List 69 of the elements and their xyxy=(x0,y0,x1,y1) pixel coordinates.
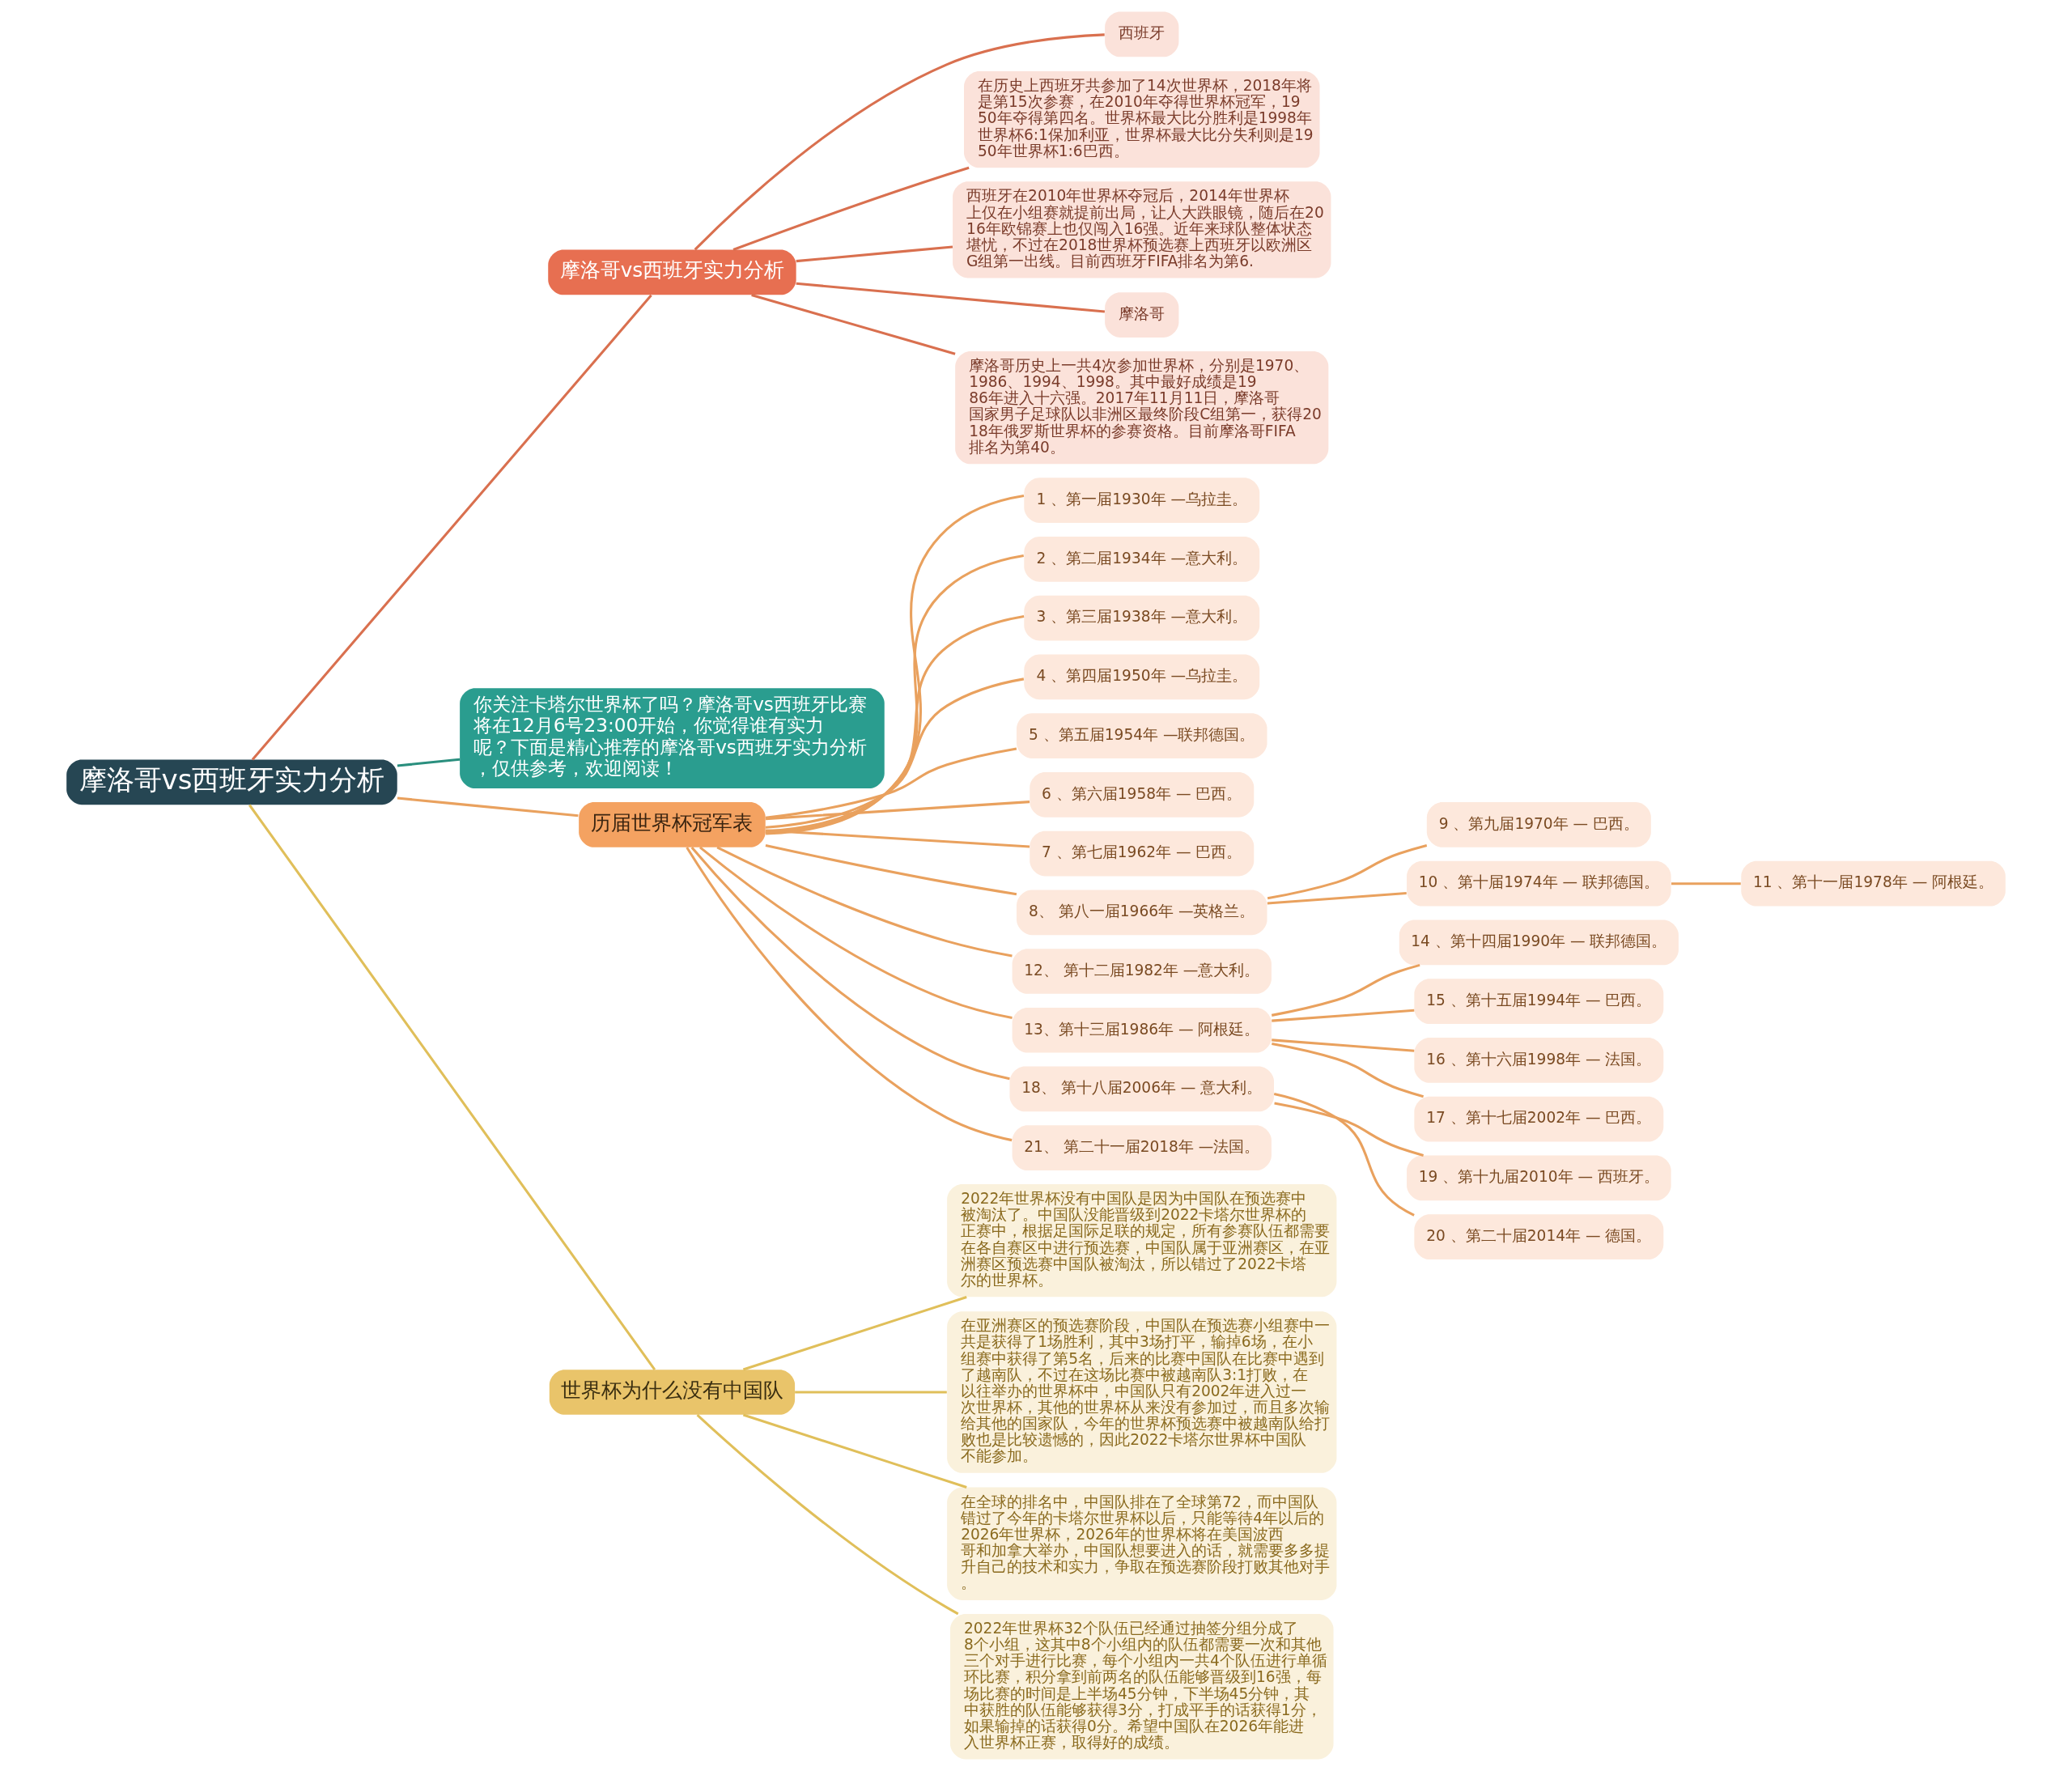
connector xyxy=(732,166,970,251)
connector xyxy=(1671,882,1741,886)
connector xyxy=(766,614,1025,833)
connector xyxy=(765,829,1030,848)
connector xyxy=(765,554,1024,835)
node-box: 西班牙 xyxy=(1105,11,1179,57)
connector xyxy=(766,495,1025,835)
connector xyxy=(742,1296,967,1371)
connector xyxy=(248,804,656,1370)
node-box: 摩洛哥vs西班牙实力分析 xyxy=(66,759,397,805)
connector xyxy=(751,293,956,355)
node-box: 2022年世界杯32个队伍已经通过抽签分组分成了8个小组，这其中8个小组内的队伍都需要一次和其他三个对手进行比赛，每个小组内一共4个队伍进行单循环比赛，积分拿到前两名的队伍能够晋级到16强，每场比赛的时间是上半场45分钟，下半场45分钟，其中获胜的队伍能够获得3分，打成平手的话获得1分，如果输掉的话获得0分。希望中国队在2026年能进入世界杯正赛，取得好的成绩。 xyxy=(950,1613,1334,1760)
node-box: 20 、第二十届2014年 — 德国。 xyxy=(1414,1214,1664,1259)
node-box: 16 、第十六届1998年 — 法国。 xyxy=(1414,1038,1664,1083)
node-box: 4 、第四届1950年 —乌拉圭。 xyxy=(1024,654,1260,700)
node-box: 7 、第七届1962年 — 巴西。 xyxy=(1030,830,1255,877)
connector xyxy=(1267,844,1428,900)
node-box: 2 、第二届1934年 —意大利。 xyxy=(1024,537,1260,582)
connector xyxy=(795,1391,947,1394)
connector xyxy=(1272,1038,1415,1052)
connector xyxy=(1271,963,1420,1017)
connector xyxy=(251,294,652,761)
connector xyxy=(742,1413,967,1489)
connector xyxy=(690,846,1010,1081)
node-box: 13、第十三届1986年 — 阿根廷。 xyxy=(1012,1007,1272,1053)
node-box: 6 、第六届1958年 — 巴西。 xyxy=(1030,771,1255,818)
connector xyxy=(765,801,1030,821)
connector xyxy=(716,846,1013,958)
connector xyxy=(765,844,1017,896)
connector xyxy=(765,677,1025,829)
connector xyxy=(686,847,1013,1142)
node-box: 15 、第十五届1994年 — 巴西。 xyxy=(1414,979,1664,1024)
connector xyxy=(1272,1009,1415,1022)
node-box: 21、 第二十一届2018年 —法国。 xyxy=(1012,1125,1272,1171)
node-box: 摩洛哥 xyxy=(1105,292,1179,338)
connector xyxy=(397,796,579,818)
node-box: 11 、第十一届1978年 — 阿根廷。 xyxy=(1741,860,2006,907)
node-box: 在全球的排名中，中国队排在了全球第72，而中国队错过了今年的卡塔尔世界杯以后，只能等待4年以后的2026年世界杯，2026年的世界杯将在美国波西哥和加拿大举办，中国队想要进入的话，就需要多多提升自己的技术和实力，争取在预选赛阶段打败其他对手。 xyxy=(947,1487,1337,1600)
node-box: 你关注卡塔尔世界杯了吗？摩洛哥vs西班牙比赛将在12月6号23:00开始，你觉得谁有实力呢？下面是精心推荐的摩洛哥vs西班牙实力分析，仅供参考，欢迎阅读！ xyxy=(460,688,885,789)
node-box: 摩洛哥vs西班牙实力分析 xyxy=(548,249,796,295)
connector xyxy=(796,245,953,263)
node-box: 历届世界杯冠军表 xyxy=(579,802,766,847)
node-box: 10 、第十届1974年 — 联邦德国。 xyxy=(1407,860,1671,907)
node-box: 18、 第十八届2006年 — 意大利。 xyxy=(1009,1066,1275,1112)
node-box: 8、 第八一届1966年 —英格兰。 xyxy=(1017,890,1267,936)
node-box: 摩洛哥历史上一共4次参加世界杯，分别是1970、1986、1994、1998。其中最好成绩是1986年进入十六强。2017年11月11日，摩洛哥国家男子足球队以非洲区最终阶段C组第一，获得2018年俄罗斯世界杯的参赛资格。目前摩洛哥FIFA排名为第40。 xyxy=(955,350,1329,465)
node-box: 1 、第一届1930年 —乌拉圭。 xyxy=(1024,478,1260,523)
node-box: 2022年世界杯没有中国队是因为中国队在预选赛中被淘汰了。中国队没能晋级到2022卡塔尔世界杯的正赛中，根据足国际足联的规定，所有参赛队伍都需要在各自赛区中进行预选赛，中国队属于亚洲赛区，在亚洲赛区预选赛中国队被淘汰，所以错过了2022卡塔尔的世界杯。 xyxy=(947,1184,1337,1297)
connector xyxy=(1274,1102,1424,1157)
connector xyxy=(1273,1092,1415,1217)
node-box: 9 、第九届1970年 — 巴西。 xyxy=(1426,802,1651,847)
connector xyxy=(694,33,1105,251)
connector xyxy=(796,282,1106,313)
connector xyxy=(765,747,1017,819)
connector xyxy=(1272,1043,1424,1098)
node-box: 12、 第十二届1982年 —意大利。 xyxy=(1012,949,1272,994)
node-box: 3 、第三届1938年 —意大利。 xyxy=(1024,595,1260,641)
node-box: 5 、第五届1954年 —联邦德国。 xyxy=(1017,713,1267,758)
connector xyxy=(397,758,461,767)
node-box: 西班牙在2010年世界杯夺冠后，2014年世界杯上仅在小组赛就提前出局，让人大跌眼镜，随后在2016年欧锦赛上也仅闯入16强。近年来球队整体状态堪忧，不过在2018世界杯预选赛上西班牙以欧洲区G组第一出线。目前西班牙FIFA排名为第6. xyxy=(953,181,1331,278)
node-box: 世界杯为什么没有中国队 xyxy=(549,1370,796,1415)
connector xyxy=(696,1413,959,1616)
node-box: 在亚洲赛区的预选赛阶段，中国队在预选赛小组赛中一共是获得了1场胜利，其中3场打平，输掉6场，在小组赛中获得了第5名，后来的比赛中国队在比赛中遇到了越南队，不过在这场比赛中被越南队3:1打败，在以往举办的世界杯中，中国队只有2002年进入过一次世界杯，其他的世界杯从来没有参加过，而且多次输给其他的国家队，今年的世界杯预选赛中被越南队给打败也是比较遗憾的，因此2022卡塔尔世界杯中国队不能参加。 xyxy=(947,1311,1337,1473)
node-box: 14 、第十四届1990年 — 联邦德国。 xyxy=(1399,919,1679,966)
node-box: 17 、第十七届2002年 — 巴西。 xyxy=(1414,1096,1664,1142)
connector xyxy=(1267,891,1407,905)
connector xyxy=(698,846,1013,1020)
node-box: 在历史上西班牙共参加了14次世界杯，2018年将是第15次参赛，在2010年夺得世界杯冠军，1950年夺得第四名。世界杯最大比分胜利是1998年世界杯6:1保加利亚，世界杯最大比分失利则是1950年世界杯1:6巴西。 xyxy=(964,71,1320,168)
node-box: 19 、第十九届2010年 — 西班牙。 xyxy=(1407,1155,1671,1201)
